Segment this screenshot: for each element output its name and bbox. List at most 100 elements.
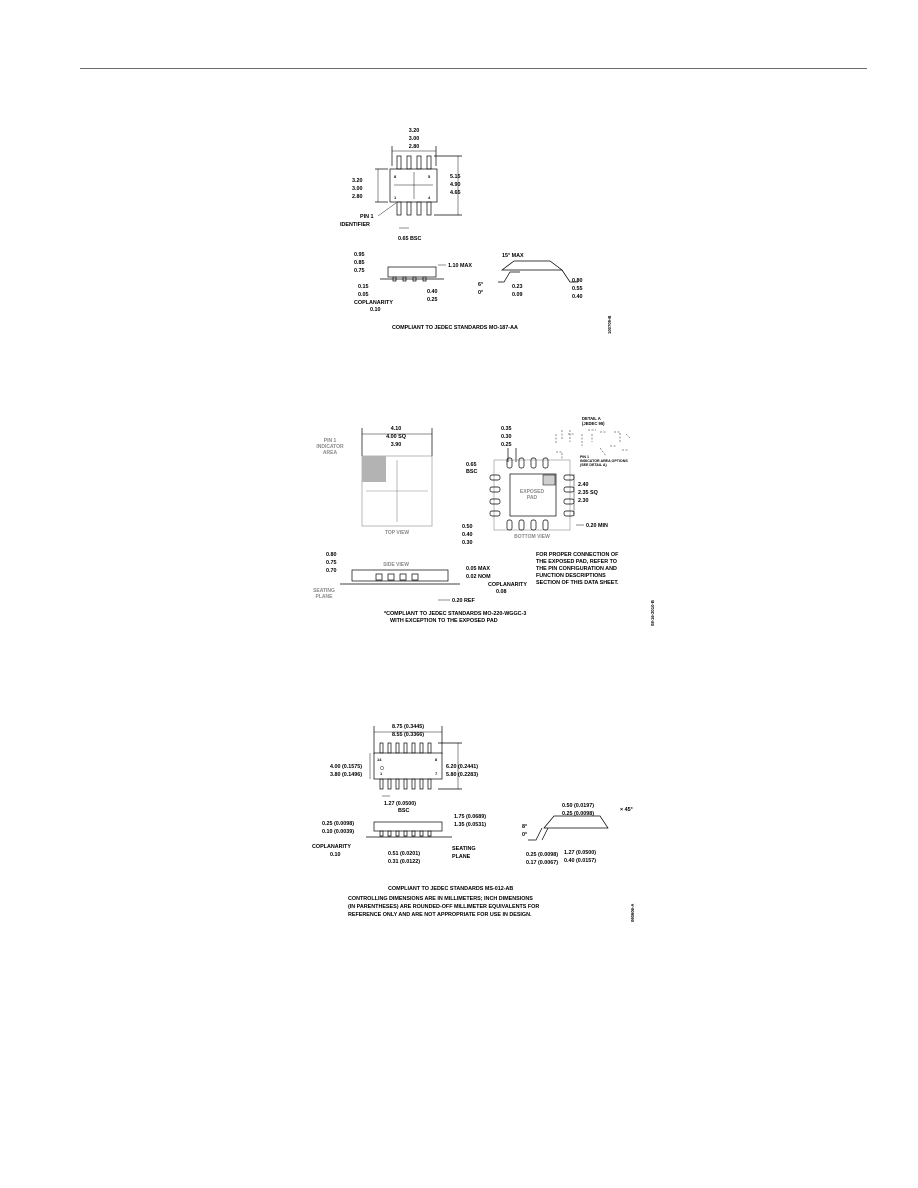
exposed-pad-note-4: FUNCTION DESCRIPTIONS (536, 573, 606, 579)
header-rule (80, 68, 867, 69)
dim-lead-len-min: 0.30 (462, 540, 473, 546)
top-pins (379, 742, 432, 754)
dim-angle-min-val: 0° (478, 290, 483, 296)
pin1-identifier-label: PIN 1 (360, 214, 373, 220)
detail-a-label-2: (JEDEC 95) (582, 421, 605, 426)
seating-plane-label: SEATING (452, 846, 476, 852)
bottom-view-label: BOTTOM VIEW (514, 534, 550, 540)
dim-pad-max: 2.40 (578, 482, 589, 488)
dim-standoff-max: 0.25 (0.0098) (322, 821, 354, 827)
dim-lead-t-min: 0.17 (0.0067) (526, 860, 558, 866)
dim-top-width-min: 2.80 (409, 144, 420, 150)
package-body-side (387, 266, 437, 278)
dim-pitch-bsc: BSC (466, 469, 477, 475)
dim-height-max: 0.80 (326, 552, 337, 558)
dim-pitch-bsc: BSC (398, 808, 409, 814)
dim-foot-nom: 0.55 (572, 286, 583, 292)
dim-body-w-max: 4.00 (0.1575) (330, 764, 362, 770)
exposed-pad-note-1: FOR PROPER CONNECTION OF (536, 552, 619, 558)
package-body-top (373, 752, 443, 780)
dim-standoff-max: 0.05 MAX (466, 566, 490, 572)
dim-lead-w-nom: 0.30 (501, 434, 512, 440)
exposed-pad-note-5: SECTION OF THIS DATA SHEET. (536, 580, 619, 586)
dim-lead-t-min: 0.09 (512, 292, 523, 298)
seating-plane-label-2: PLANE (452, 854, 471, 860)
dim-body-nom: 4.00 SQ (386, 434, 406, 440)
dim-right-h-nom: 4.90 (450, 182, 461, 188)
lead-detail-body (500, 260, 564, 271)
detail-a-label: DETAIL A (582, 416, 601, 421)
compliance-note-2: WITH EXCEPTION TO THE EXPOSED PAD (390, 618, 498, 624)
dim-side-left-min: 0.75 (354, 268, 365, 274)
svg-text:1: 1 (394, 195, 397, 200)
dim-angle-max-val: 6° (478, 282, 483, 288)
dim-foot-min: 0.40 (0.0157) (564, 858, 596, 864)
dim-length-max: 8.75 (0.3445) (392, 724, 424, 730)
pin1-area-label: PIN 1 (324, 438, 337, 444)
dim-length-min: 8.55 (0.3366) (392, 732, 424, 738)
dim-chamfer-max: 0.50 (0.0197) (562, 803, 594, 809)
pin1-marker (380, 766, 384, 770)
figure-code: 060606-A (630, 904, 635, 922)
soic-outline-drawing: 8.75 (0.3445) 8.55 (0.3366) 14 8 1 7 4.0… (312, 724, 635, 922)
controlling-dims-note-1: CONTROLLING DIMENSIONS ARE IN MILLIMETER… (348, 896, 533, 902)
exposed-pad (509, 473, 557, 517)
bottom-pads (489, 457, 575, 531)
top-view-label: TOP VIEW (385, 530, 410, 536)
dim-pad-nom: 2.35 SQ (578, 490, 598, 496)
seating-plane-label: SEATING (313, 588, 335, 594)
pin-label-7: 7 (435, 771, 438, 776)
lead-detail-body (543, 815, 609, 829)
pin-label-8: 8 (435, 757, 438, 762)
dim-lead-w-min: 0.31 (0.0122) (388, 859, 420, 865)
side-view-label: SIDE VIEW (383, 562, 409, 568)
dim-height-min: 0.70 (326, 568, 337, 574)
dim-standoff-max: 0.15 (358, 284, 369, 290)
dim-lead-w-max: 0.51 (0.0201) (388, 851, 420, 857)
compliance-note: COMPLIANT TO JEDEC STANDARDS MO-187-AA (392, 325, 518, 331)
dim-max-h-max: 1.75 (0.0689) (454, 814, 486, 820)
package-body-top (389, 168, 438, 203)
dim-angle-max-val: 8° (522, 824, 527, 830)
top-pins (396, 155, 432, 170)
pin-label-14: 14 (377, 757, 382, 762)
dim-lead-w-min: 0.25 (427, 297, 438, 303)
controlling-dims-note-3: REFERENCE ONLY AND ARE NOT APPROPRIATE F… (348, 912, 532, 918)
dim-left-h-nom: 3.00 (352, 186, 363, 192)
dim-lead-w-max: 0.35 (501, 426, 512, 432)
pin1-identifier-label-2: IDENTIFIER (340, 222, 370, 228)
pin1-area-label-3: AREA (323, 450, 338, 456)
dim-foot-min: 0.40 (572, 294, 583, 300)
side-pins (379, 830, 432, 837)
side-pads (375, 573, 419, 581)
pin1-indicator-options-2: INDICATOR AREA OPTIONS (580, 459, 628, 463)
coplanarity-value: 0.10 (370, 307, 381, 313)
pin1-area-label-2: INDICATOR (316, 444, 344, 450)
dim-height-nom: 0.75 (326, 560, 337, 566)
pin1-indicator-options: PIN 1 (580, 455, 589, 459)
dim-angle-max: 15° MAX (502, 253, 524, 259)
dim-top-width-max: 3.20 (409, 128, 420, 134)
dim-standoff-nom: 0.02 NOM (466, 574, 491, 580)
msop-outline-drawing: 3.20 3.00 2.80 8 5 1 4 3.20 3.00 2.80 5.… (340, 128, 612, 334)
dim-top-width-nom: 3.00 (409, 136, 420, 142)
dim-standoff-min: 0.10 (0.0039) (322, 829, 354, 835)
dim-side-left-max: 0.95 (354, 252, 365, 258)
dim-total-w-max: 6.20 (0.2441) (446, 764, 478, 770)
dim-left-h-max: 3.20 (352, 178, 363, 184)
controlling-dims-note-2: (IN PARENTHESES) ARE ROUNDED-OFF MILLIME… (348, 904, 539, 910)
exposed-pad-note-2: THE EXPOSED PAD, REFER TO (536, 559, 617, 565)
bottom-pins (379, 778, 432, 790)
lfcsp-outline-drawing: PIN 1 INDICATOR AREA 4.10 4.00 SQ 3.90 T… (313, 416, 655, 626)
coplanarity-value: 0.08 (496, 589, 507, 595)
dim-left-h-min: 2.80 (352, 194, 363, 200)
coplanarity-label: COPLANARITY (488, 582, 527, 588)
dim-body-min: 3.90 (391, 442, 402, 448)
dim-max-height: 1.10 MAX (448, 263, 472, 269)
dim-pitch: 0.65 (466, 462, 477, 468)
svg-text:8: 8 (394, 174, 397, 179)
svg-text:4: 4 (428, 195, 431, 200)
coplanarity-label: COPLANARITY (312, 844, 351, 850)
dim-right-h-max: 5.15 (450, 174, 461, 180)
dim-total-w-min: 5.80 (0.2283) (446, 772, 478, 778)
